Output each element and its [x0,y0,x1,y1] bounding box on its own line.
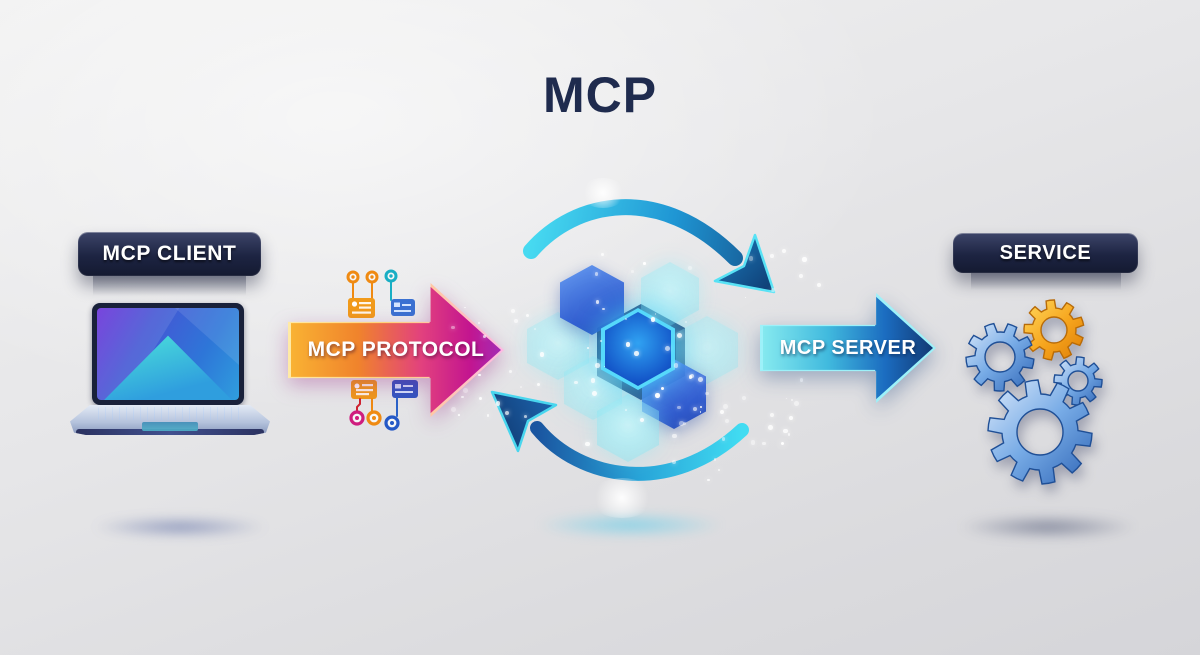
sync-arrows-icon [490,199,776,481]
top-arc-flare [580,178,626,208]
mcp-server-label: MCP SERVER [779,336,917,359]
cycle-top-arrowhead [713,233,776,294]
bottom-arc-flare [590,478,654,518]
mcp-server-arrow: MCP SERVER [760,293,936,403]
laptop-icon [70,295,270,437]
cycle-bottom-arc [530,421,749,481]
cycle-bottom-arrowhead [490,390,558,453]
laptop-keyboard [98,407,242,420]
circuit-nodes-icon [346,269,418,431]
laptop-touchpad [142,422,198,431]
service-badge-shadow [971,273,1121,292]
diagram-title: MCP [542,67,658,123]
laptop-display [97,308,239,400]
gears-icon [965,299,1103,485]
mcp-client-label: MCP CLIENT [102,242,237,265]
gear-blue-large [987,379,1093,485]
mcp-client-badge: MCP CLIENT [78,232,261,276]
gear-orange [1023,299,1085,361]
mcp-protocol-label: MCP PROTOCOL [307,338,485,361]
client-badge-shadow [93,276,246,298]
laptop-screen [92,303,244,405]
laptop-base-edge [76,429,264,435]
mcp-protocol-arrow: MCP PROTOCOL [288,283,504,417]
service-label: SERVICE [999,241,1092,264]
laptop-floor-shadow [92,516,268,538]
gear-blue-medium [965,322,1035,392]
service-badge: SERVICE [953,233,1138,273]
gears-floor-shadow [958,514,1138,540]
cycle-top-arc [523,199,743,266]
